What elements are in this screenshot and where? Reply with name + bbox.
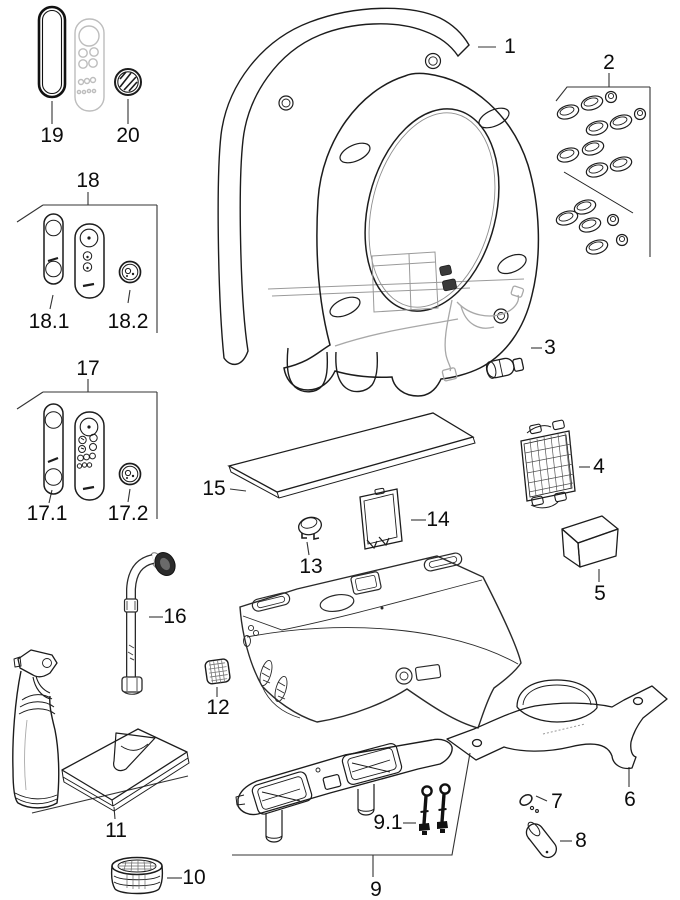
part-label-15: 15 <box>202 477 226 500</box>
part-label-6: 6 <box>624 788 636 811</box>
central-unit-drawing <box>239 552 522 729</box>
part-8-drawing <box>525 821 558 859</box>
part-14-drawing <box>359 487 403 550</box>
part-label-1: 1 <box>504 35 516 58</box>
part-4-drawing <box>520 419 576 509</box>
part-label-17-2: 17.2 <box>107 502 149 525</box>
leader-lines <box>16 46 651 879</box>
part-13-drawing <box>298 516 322 540</box>
part-label-11: 11 <box>105 819 127 842</box>
part-label-16: 16 <box>163 605 187 628</box>
part-label-10: 10 <box>182 866 206 889</box>
part-label-18-2: 18.2 <box>107 310 149 333</box>
part-label-4: 4 <box>593 455 605 478</box>
part-18-drawing <box>43 213 142 299</box>
part-label-8: 8 <box>575 829 587 852</box>
part-2-drawing <box>555 90 647 255</box>
part-label-9: 9 <box>370 878 382 900</box>
part-5-drawing <box>561 515 619 568</box>
part-label-14: 14 <box>426 508 450 531</box>
part-6-drawing <box>446 679 668 770</box>
part-20-drawing <box>114 68 142 96</box>
part-label-13: 13 <box>299 555 323 578</box>
part-7-drawing <box>519 794 539 813</box>
part-11-drawing <box>12 649 190 812</box>
part-label-2: 2 <box>603 51 615 74</box>
part-3-drawing <box>485 357 525 379</box>
part-10-drawing <box>110 856 164 895</box>
part-16-drawing <box>121 552 176 695</box>
part-9-1-drawing <box>419 783 451 835</box>
part-label-17: 17 <box>76 357 100 380</box>
part-label-7: 7 <box>551 790 563 813</box>
part-label-19: 19 <box>40 124 64 147</box>
part-label-18-1: 18.1 <box>28 310 70 333</box>
part-17-drawing <box>43 403 142 501</box>
part-label-3: 3 <box>544 336 556 359</box>
part-label-17-1: 17.1 <box>26 502 68 525</box>
part-label-18: 18 <box>76 169 100 192</box>
part-label-5: 5 <box>594 582 606 605</box>
part-15-drawing <box>227 412 476 499</box>
part-9-drawing <box>235 738 453 843</box>
part-19-drawing <box>37 5 105 112</box>
part-label-12: 12 <box>206 696 230 719</box>
part-label-20: 20 <box>116 124 140 147</box>
part-12-drawing <box>204 658 231 685</box>
part-label-9-1: 9.1 <box>373 811 403 834</box>
part-1-drawing <box>217 7 540 397</box>
